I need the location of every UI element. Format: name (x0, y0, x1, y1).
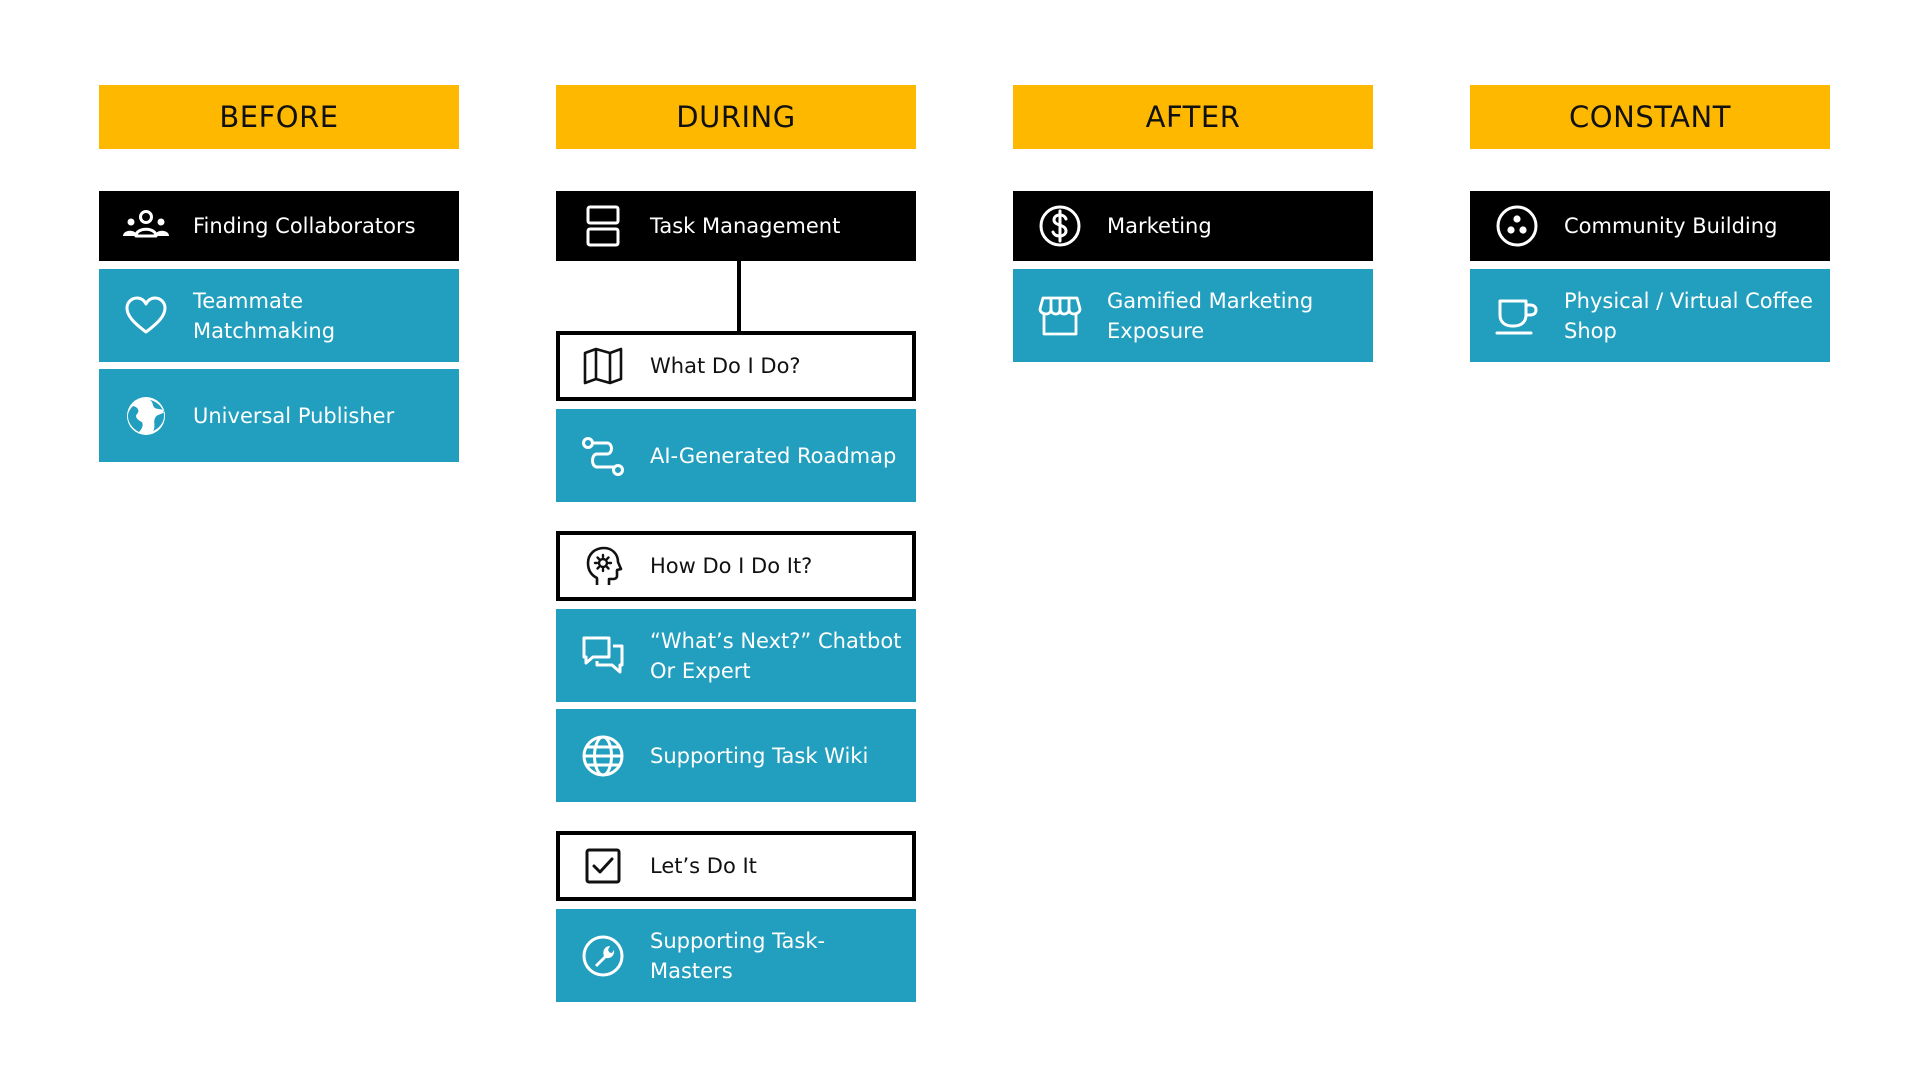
card-label: Gamified Marketing Exposure (1107, 288, 1314, 343)
card-lets-do-it: Let’s Do It (556, 831, 916, 901)
card-label: Supporting Task Wiki (650, 743, 869, 768)
card-label: Supporting Task-Masters (650, 928, 826, 983)
card-finding-collaborators: Finding Collaborators (99, 191, 459, 261)
column-header-after: AFTER (1013, 85, 1373, 149)
card-teammate-matchmaking: Teammate Matchmaking (99, 269, 459, 362)
card-gamified-marketing-exposure: Gamified Marketing Exposure (1013, 269, 1373, 362)
card-label: Physical / Virtual Coffee Shop (1564, 288, 1813, 343)
head-gear-icon (556, 545, 650, 587)
card-universal-publisher: Universal Publisher (99, 369, 459, 462)
column-constant: CONSTANT Community Building Physical / V… (1470, 85, 1830, 362)
column-during: DURING Task Management What Do I Do? (556, 85, 916, 1002)
column-after: AFTER Marketing Gamified Marketing Expos… (1013, 85, 1373, 362)
dollar-circle-icon (1013, 204, 1107, 248)
community-circle-icon (1470, 204, 1564, 248)
column-header-constant: CONSTANT (1470, 85, 1830, 149)
storefront-icon (1013, 295, 1107, 337)
card-supporting-task-wiki: Supporting Task Wiki (556, 709, 916, 802)
route-icon (556, 435, 650, 477)
card-how-do-i-do-it: How Do I Do It? (556, 531, 916, 601)
card-label: Teammate Matchmaking (193, 288, 336, 343)
globe-lines-icon (556, 734, 650, 778)
card-whats-next-chatbot: “What’s Next?” Chatbot Or Expert (556, 609, 916, 702)
card-label: Task Management (650, 214, 841, 238)
card-ai-generated-roadmap: AI-Generated Roadmap (556, 409, 916, 502)
card-marketing: Marketing (1013, 191, 1373, 261)
globe-filled-icon (99, 394, 193, 438)
column-header-during: DURING (556, 85, 916, 149)
stacked-rectangles-icon (556, 204, 650, 248)
card-label: How Do I Do It? (650, 554, 813, 578)
card-label: Marketing (1107, 214, 1212, 238)
card-community-building: Community Building (1470, 191, 1830, 261)
card-label: Community Building (1564, 214, 1778, 238)
card-supporting-task-masters: Supporting Task-Masters (556, 909, 916, 1002)
card-coffee-shop: Physical / Virtual Coffee Shop (1470, 269, 1830, 362)
card-label: Finding Collaborators (193, 214, 416, 238)
wrench-icon (556, 934, 650, 978)
card-label: AI-Generated Roadmap (650, 443, 897, 468)
card-label: What Do I Do? (650, 354, 801, 378)
checkbox-icon (556, 847, 650, 885)
card-label: Let’s Do It (650, 854, 757, 878)
map-icon (556, 347, 650, 385)
card-task-management: Task Management (556, 191, 916, 261)
people-group-icon (99, 210, 193, 242)
column-before: BEFORE Finding Collaborators Teammate Ma… (99, 85, 459, 462)
card-label: “What’s Next?” Chatbot Or Expert (650, 628, 902, 683)
card-label: Universal Publisher (193, 403, 395, 428)
chat-bubbles-icon (556, 635, 650, 677)
column-header-before: BEFORE (99, 85, 459, 149)
connector-line (737, 261, 741, 331)
card-what-do-i-do: What Do I Do? (556, 331, 916, 401)
heart-icon (99, 296, 193, 336)
coffee-cup-icon (1470, 295, 1564, 337)
